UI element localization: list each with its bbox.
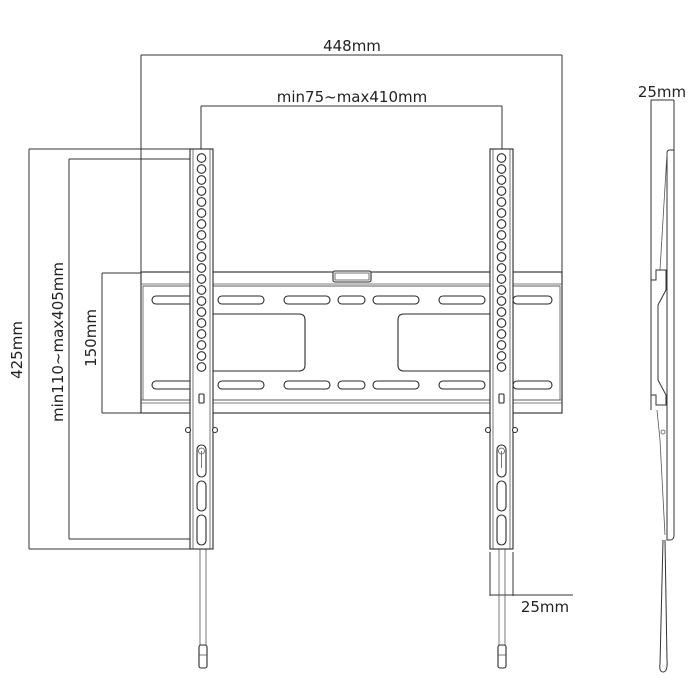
dimension-lines	[28, 54, 675, 596]
rail-holes	[496, 153, 507, 372]
right-rail	[484, 148, 519, 669]
rail-holes	[196, 153, 207, 372]
slot-row-top	[151, 295, 553, 305]
dim-wall-plate-height: 150mm	[82, 309, 100, 367]
dim-rail-width: 25mm	[521, 598, 569, 616]
slot-row-bottom	[151, 380, 553, 390]
side-profile-view	[650, 140, 675, 673]
dim-vesa-horizontal: min75~max410mm	[277, 88, 427, 106]
left-rail	[184, 148, 219, 669]
cutout-left	[211, 313, 306, 372]
dim-vesa-vertical: min110~max405mm	[49, 262, 67, 422]
dim-profile-depth: 25mm	[638, 83, 686, 101]
dim-overall-width: 448mm	[323, 37, 381, 55]
release-handle	[332, 270, 372, 283]
dim-overall-height: 425mm	[8, 321, 26, 379]
cutout-right	[397, 313, 491, 372]
